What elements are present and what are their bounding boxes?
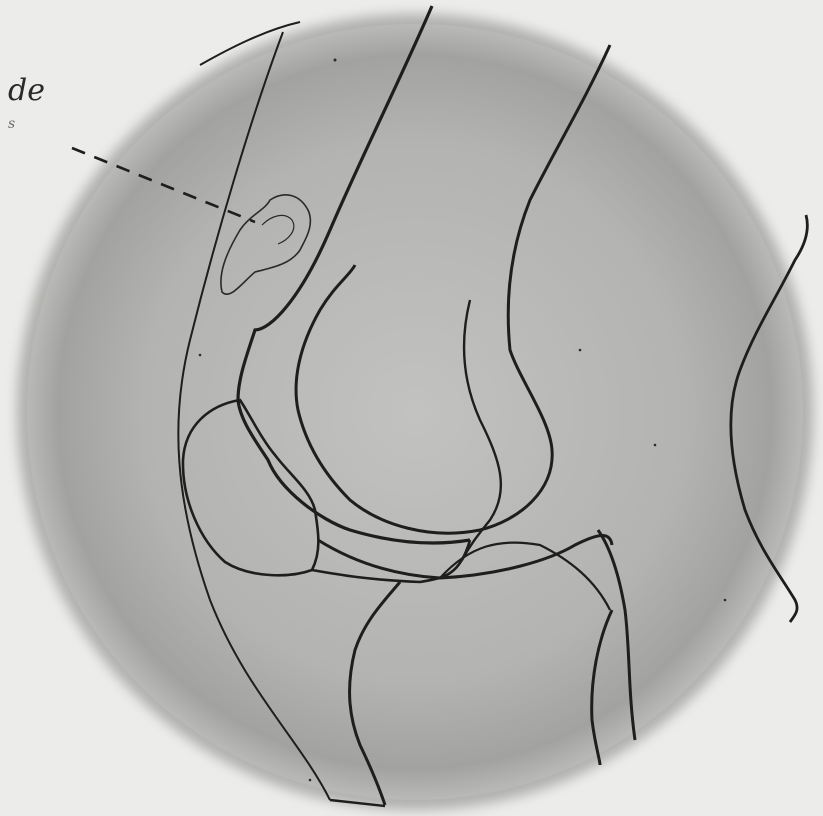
speck bbox=[199, 354, 202, 357]
annotation-label-line1: de bbox=[8, 73, 45, 108]
annotation-label-line2: s bbox=[8, 116, 15, 132]
xray-field-inner bbox=[27, 24, 803, 800]
speck bbox=[309, 779, 312, 782]
speck bbox=[724, 599, 727, 602]
speck bbox=[334, 59, 337, 62]
speck bbox=[654, 444, 657, 447]
speck bbox=[579, 349, 582, 352]
